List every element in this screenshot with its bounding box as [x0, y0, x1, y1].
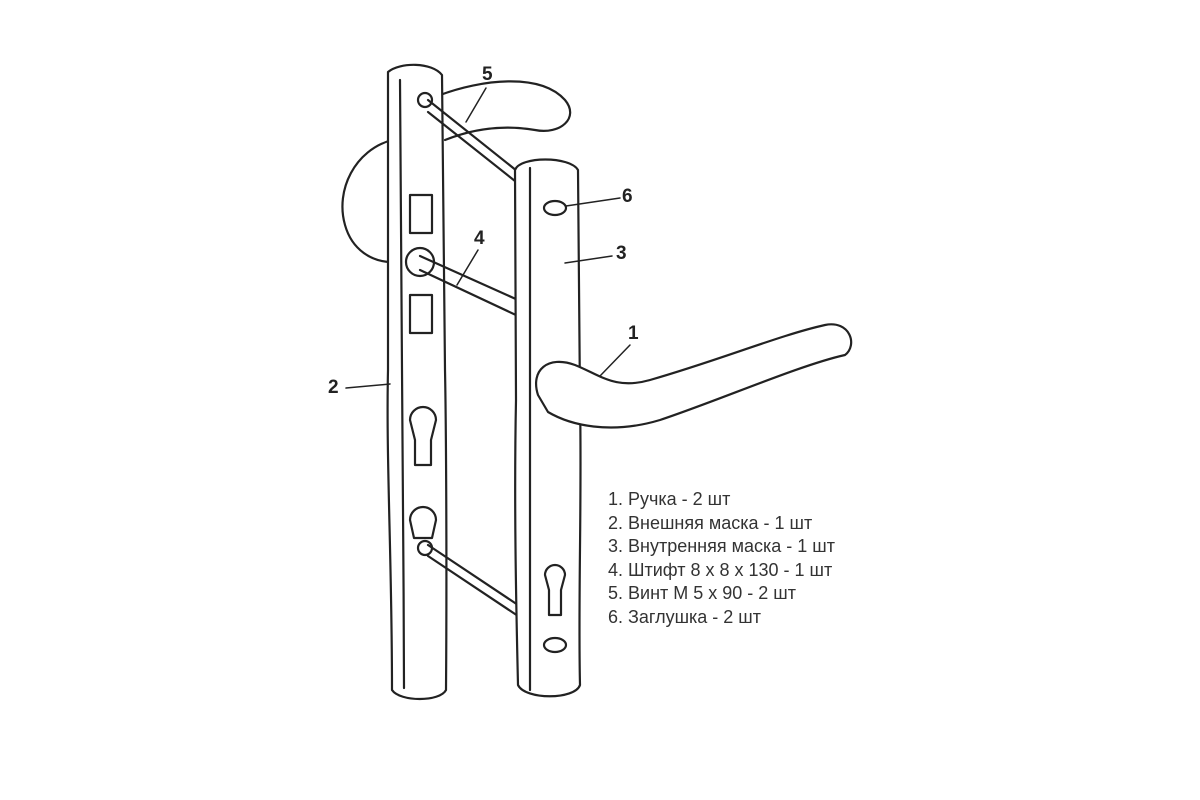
cylinder-cutout — [408, 405, 438, 467]
inner-plate — [513, 158, 582, 698]
callout-2: 2 — [328, 377, 339, 398]
screw-rod-top — [426, 110, 522, 187]
back-handle-lever — [438, 80, 572, 142]
spindle-rod — [418, 268, 520, 318]
plug-cap — [542, 199, 568, 217]
plate-slot — [408, 193, 434, 235]
spindle-rod — [418, 254, 520, 302]
legend-item: 5. Винт М 5 х 90 - 2 шт — [608, 583, 796, 603]
callout-1: 1 — [628, 323, 639, 344]
leader-line-6 — [565, 197, 621, 207]
plate-slot — [408, 293, 434, 335]
screw-rod-bottom — [426, 543, 520, 607]
parts-legend: 1. Ручка - 2 шт 2. Внешняя маска - 1 шт … — [608, 488, 835, 629]
legend-item: 2. Внешняя маска - 1 шт — [608, 512, 813, 533]
leader-line-5 — [465, 87, 487, 123]
outer-plate — [386, 63, 448, 700]
callout-3: 3 — [616, 243, 627, 264]
leader-line-2 — [345, 383, 391, 389]
screw-rod-bottom — [426, 554, 520, 618]
back-handle-rose — [341, 138, 394, 264]
legend-item: 4. Штифт 8 х 8 х 130 - 1 шт — [608, 559, 833, 580]
callout-6: 6 — [622, 186, 633, 207]
callout-5: 5 — [482, 64, 493, 85]
callout-4: 4 — [474, 228, 485, 249]
legend-item: 3. Внутренняя маска - 1 шт — [608, 536, 835, 556]
leader-line-1 — [599, 344, 631, 377]
cylinder-cutout — [408, 505, 438, 540]
screw-rod-top — [426, 98, 524, 177]
leader-line-3 — [564, 255, 613, 264]
cylinder-cutout — [543, 563, 567, 617]
legend-item: 6. Заглушка - 2 шт — [608, 606, 761, 627]
screw-hole — [416, 91, 434, 109]
leader-line-4 — [456, 249, 479, 286]
front-handle-lever — [535, 323, 853, 429]
legend-item: 1. Ручка - 2 шт — [608, 489, 731, 509]
outer-plate-inner-edge — [398, 78, 406, 690]
plug-cap — [542, 636, 568, 654]
